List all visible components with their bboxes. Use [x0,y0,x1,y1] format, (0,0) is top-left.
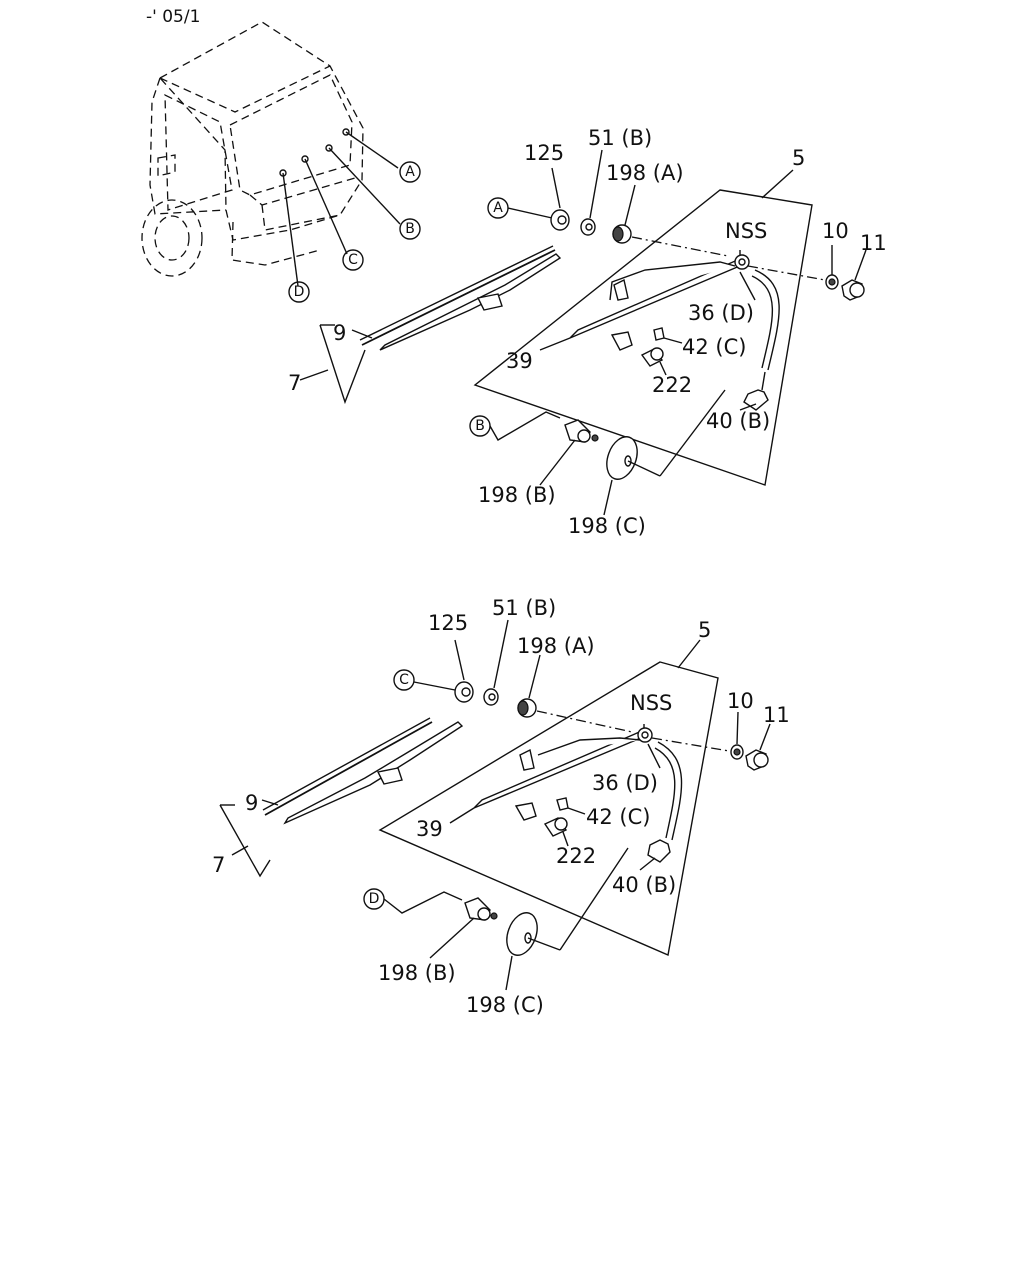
callout-b-vehicle: B [399,218,421,240]
part-198b [564,419,599,443]
label-7-top: 7 [288,371,301,395]
part-42c [653,327,665,341]
part-198c-bottom [506,912,538,956]
part-10 [825,274,839,290]
label-222-bottom: 222 [556,844,596,868]
callout-c: C [399,672,409,688]
label-222-top: 222 [652,373,692,397]
svg-text:A: A [405,164,415,180]
label-10-top: 10 [822,219,849,243]
callout-c-vehicle: C [342,249,364,271]
label-198a-bottom: 198 (A) [517,634,595,658]
assembly-bottom: C [219,619,771,991]
label-125-bottom: 125 [428,611,468,635]
callout-d-vehicle: D [288,281,310,303]
label-9-top: 9 [333,321,346,345]
label-40b-top: 40 (B) [706,409,770,433]
svg-text:D: D [294,284,305,300]
part-10-bottom [730,744,744,760]
part-51b [580,218,596,236]
label-198b-bottom: 198 (B) [378,961,456,985]
label-51b-top: 51 (B) [588,126,652,150]
label-125-top: 125 [524,141,564,165]
label-nss-bottom: NSS [630,691,672,715]
label-198a-top: 198 (A) [606,161,684,185]
label-5-top: 5 [792,146,805,170]
part-11 [841,279,865,301]
label-nss-top: NSS [725,219,767,243]
label-42c-bottom: 42 (C) [586,805,650,829]
label-36d-top: 36 (D) [688,301,754,325]
part-222-bottom [543,817,568,837]
label-40b-bottom: 40 (B) [612,873,676,897]
diagram-code: -' 05/1 [146,7,200,27]
part-51b-bottom [483,688,499,706]
part-11-bottom [745,749,769,771]
label-11-top: 11 [860,231,887,255]
part-198b-bottom [464,897,498,921]
label-5-bottom: 5 [698,618,711,642]
part-198c [606,436,638,480]
callout-d: D [369,891,380,907]
label-36d-bottom: 36 (D) [592,771,658,795]
label-39-bottom: 39 [416,817,443,841]
label-7-bottom: 7 [212,853,225,877]
label-10-bottom: 10 [727,689,754,713]
part-42c-bottom [556,797,569,811]
part-198a [612,224,632,244]
callout-b: B [475,418,485,434]
label-42c-top: 42 (C) [682,335,746,359]
label-198c-bottom: 198 (C) [466,993,544,1017]
part-125-bottom [454,681,474,703]
part-222 [640,347,664,367]
part-198a-bottom [517,698,537,718]
label-11-bottom: 11 [763,703,790,727]
label-51b-bottom: 51 (B) [492,596,556,620]
part-125 [550,209,570,231]
label-39-top: 39 [506,349,533,373]
vehicle-rear-view [141,21,401,287]
label-9-bottom: 9 [245,791,258,815]
label-198c-top: 198 (C) [568,514,646,538]
assembly-top: A [299,149,867,516]
callout-a-vehicle: A [399,161,421,183]
svg-text:C: C [348,252,358,268]
svg-text:B: B [405,221,415,237]
label-198b-top: 198 (B) [478,483,556,507]
callout-a: A [493,200,503,216]
